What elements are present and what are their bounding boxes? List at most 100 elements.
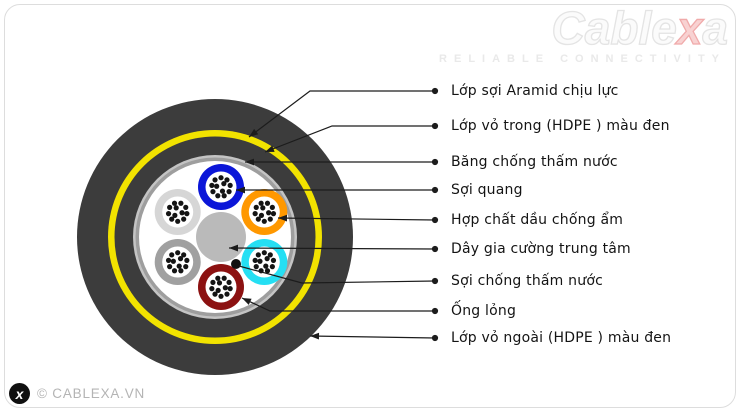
fiber-dot — [263, 263, 269, 269]
callout-line — [248, 90, 435, 138]
footer-copyright: © CABLEXA.VN — [37, 386, 146, 401]
callout-arrowhead — [245, 158, 254, 166]
fiber-dot — [252, 211, 258, 217]
fiber-dot — [184, 257, 190, 263]
fiber-dot — [172, 212, 178, 218]
callout-label-yarn: Sợi chống thấm nước — [451, 273, 603, 289]
fiber-dot — [210, 189, 216, 195]
fiber-dot — [264, 268, 271, 274]
fiber-dot — [270, 211, 277, 217]
fiber-dot — [224, 291, 230, 297]
fiber-dot — [226, 279, 232, 285]
fiber-dot — [183, 204, 189, 210]
callout-bullet — [431, 122, 439, 130]
fiber-dot — [169, 216, 175, 222]
fiber-dot — [170, 258, 176, 264]
logo-tagline: RELIABLE CONNECTIVITY — [439, 53, 726, 65]
fiber-dot — [177, 256, 184, 262]
logo-accent-x: x — [676, 2, 703, 54]
fiber-dot — [183, 264, 189, 270]
fiber-dot — [219, 188, 226, 194]
fiber-dot — [269, 204, 275, 210]
callout-arrowhead — [265, 145, 275, 152]
callout-label-inner-jacket: Lớp vỏ trong (HDPE ) màu đen — [451, 118, 670, 134]
fiber-dot — [181, 252, 187, 258]
fiber-dot — [167, 204, 173, 210]
cablexa-x-icon: x — [9, 383, 30, 404]
fiber-dot — [264, 200, 271, 206]
fiber-dot — [169, 252, 175, 258]
fiber-dot — [184, 211, 190, 217]
fiber-dot — [221, 275, 227, 281]
logo-wordmark: Cablexa — [439, 2, 729, 54]
fiber-dot — [255, 216, 261, 222]
fiber-dot — [253, 264, 259, 270]
fiber-dot — [179, 210, 185, 216]
fiber-dot — [218, 293, 224, 299]
logo-part2: a — [702, 2, 729, 54]
callout-arrowhead — [278, 214, 288, 222]
fiber-dot — [261, 218, 267, 224]
callout-line — [241, 297, 435, 312]
fiber-dot — [175, 218, 181, 224]
callout-arrowhead — [229, 244, 239, 252]
fiber-dot — [258, 212, 265, 218]
fiber-dot — [270, 257, 277, 263]
fiber-dot — [178, 200, 184, 206]
fiber-dot — [214, 183, 220, 189]
fiber-dot — [267, 252, 273, 258]
logo-part1: Cable — [551, 2, 678, 54]
callout-label-gel: Hợp chất dầu chống ẩm — [451, 212, 624, 228]
cablexa-watermark-logo: Cablexa RELIABLE CONNECTIVITY — [439, 2, 729, 65]
fiber-dot — [267, 216, 273, 222]
callout-bullet — [431, 216, 439, 224]
fiber-dot — [167, 264, 173, 270]
fiber-dot — [224, 177, 230, 183]
fiber-dot — [209, 182, 215, 188]
callout-line — [238, 265, 436, 284]
callout-bullet — [431, 186, 439, 194]
callout-label-outer-jacket: Lớp vỏ ngoài (HDPE ) màu đen — [451, 330, 672, 346]
fiber-dot — [215, 193, 221, 199]
callout-bullet — [431, 245, 439, 253]
fiber-dot — [209, 286, 215, 292]
callout-arrowhead — [310, 332, 320, 340]
callout-bullet — [431, 334, 439, 342]
fiber-dot — [253, 204, 259, 210]
fiber-dot — [222, 285, 228, 291]
callout-label-fiber: Sợi quang — [451, 182, 523, 198]
callout-bullet — [431, 87, 439, 95]
fiber-dot — [212, 177, 218, 183]
callout-line — [277, 217, 436, 221]
fiber-dot — [215, 287, 221, 293]
fiber-dot — [178, 268, 184, 274]
fiber-dot — [269, 264, 275, 270]
fiber-dot — [258, 200, 264, 206]
fiber-dot — [266, 210, 272, 216]
fiber-dot — [261, 250, 267, 256]
callout-bullet — [431, 277, 439, 285]
callout-label-aramid: Lớp sợi Aramid chịu lực — [451, 83, 619, 99]
fiber-dot — [227, 182, 233, 188]
fiber-dot — [255, 252, 261, 258]
fiber-dot — [175, 250, 181, 256]
callout-label-tape: Băng chống thấm nước — [451, 154, 618, 170]
fiber-dot — [171, 200, 178, 206]
callout-label-strength: Dây gia cường trung tâm — [451, 241, 631, 257]
fiber-dot — [210, 279, 216, 285]
footer: x © CABLEXA.VN — [9, 383, 145, 404]
fiber-dot — [176, 263, 182, 269]
fiber-dot — [181, 216, 187, 222]
central-strength-member — [196, 212, 246, 262]
callout-line — [228, 247, 436, 250]
callout-arrowhead — [249, 128, 259, 137]
callout-arrowhead — [236, 186, 245, 194]
fiber-dot — [264, 256, 270, 262]
fiber-dot — [215, 275, 221, 281]
fiber-dot — [216, 280, 223, 286]
fiber-dot — [257, 258, 263, 264]
fiber-dot — [173, 205, 179, 211]
water-blocking-yarn — [231, 259, 241, 269]
